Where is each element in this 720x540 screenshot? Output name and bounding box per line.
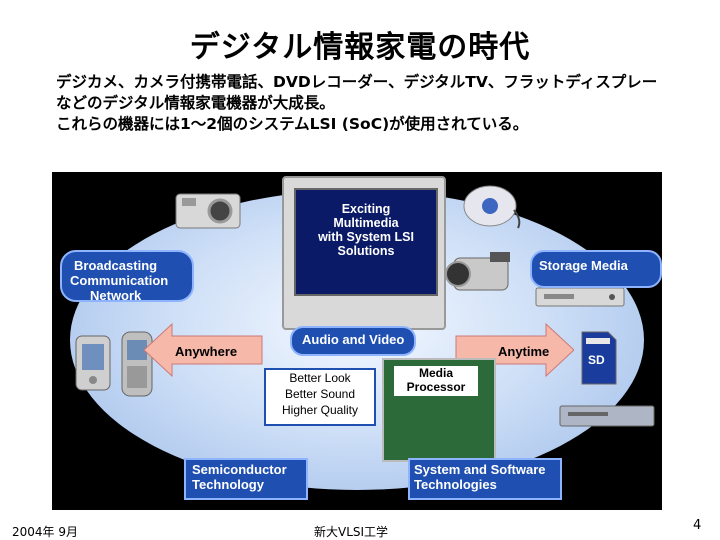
screen-caption: Exciting Multimedia with System LSI Solu… xyxy=(296,202,436,258)
communication-line: Communication xyxy=(70,273,169,288)
slide-body: デジカメ、カメラ付携帯電話、DVDレコーダー、デジタルTV、フラットディスプレー… xyxy=(56,72,676,135)
screen-line: Solutions xyxy=(337,244,395,258)
mobile-phone-icon xyxy=(121,331,153,397)
footer-org: 新大VLSI工学 xyxy=(314,525,389,539)
quality-line: Better Sound xyxy=(284,387,356,401)
broadcasting-line: Broadcasting xyxy=(74,258,158,273)
sd-card-icon: SD xyxy=(581,331,617,385)
broadcasting-box xyxy=(60,250,194,302)
media-processor-line: Media xyxy=(418,366,453,380)
storage-media-label: Storage Media xyxy=(539,258,628,273)
media-processor-label: Media Processor xyxy=(392,364,480,398)
system-software-label: System and Software Technologies xyxy=(414,462,546,492)
set-top-box-icon xyxy=(559,405,655,427)
network-label: Network xyxy=(90,288,141,303)
camera-icon xyxy=(175,193,241,229)
storage-media-box xyxy=(530,250,662,288)
system-software-line: System and Software xyxy=(414,462,546,477)
anywhere-label: Anywhere xyxy=(175,344,238,359)
media-processor-line: Processor xyxy=(406,380,466,394)
semiconductor-label: Semiconductor Technology xyxy=(192,462,287,492)
monitor-screen: Exciting Multimedia with System LSI Solu… xyxy=(294,188,438,296)
quality-box: Better Look Better Sound Higher Quality xyxy=(264,368,376,426)
anywhere-arrow-icon xyxy=(144,322,263,378)
footer-date: 2004年 9月 xyxy=(12,525,78,539)
quality-line: Better Look xyxy=(289,371,351,385)
body-line: などのデジタル情報家電機器が大成長。 xyxy=(56,94,335,112)
digital-appliance-figure: SD Broadcasting Communication Network St… xyxy=(52,172,662,510)
semiconductor-line: Semiconductor xyxy=(192,462,287,477)
audio-video-box xyxy=(290,326,416,356)
quality-line: Higher Quality xyxy=(281,403,359,417)
screen-line: with System LSI xyxy=(318,230,414,244)
screen-line: Exciting xyxy=(341,202,391,216)
communication-label: Communication xyxy=(70,273,168,288)
television-icon: Exciting Multimedia with System LSI Solu… xyxy=(282,176,446,330)
semiconductor-line: Technology xyxy=(192,477,264,492)
body-line: これらの機器には1～2個のシステムLSI (SoC)が使用されている。 xyxy=(56,115,529,133)
cd-player-icon xyxy=(463,185,521,229)
svg-text:SD: SD xyxy=(588,353,605,367)
semiconductor-box xyxy=(184,458,308,500)
page-number: 4 xyxy=(693,518,702,533)
system-software-box xyxy=(408,458,562,500)
screen-line: Multimedia xyxy=(333,216,399,230)
camcorder-icon xyxy=(445,252,510,291)
anytime-label: Anytime xyxy=(498,344,550,359)
dvd-recorder-icon xyxy=(535,287,625,307)
network-line: Network xyxy=(90,288,142,303)
slide-title: デジタル情報家電の時代 xyxy=(189,30,531,65)
system-software-line: Technologies xyxy=(414,477,497,492)
broadcasting-label: Broadcasting xyxy=(74,258,157,273)
audio-video-label: Audio and Video xyxy=(302,332,405,347)
pda-icon xyxy=(75,335,111,391)
body-line: デジカメ、カメラ付携帯電話、DVDレコーダー、デジタルTV、フラットディスプレー xyxy=(56,73,658,91)
